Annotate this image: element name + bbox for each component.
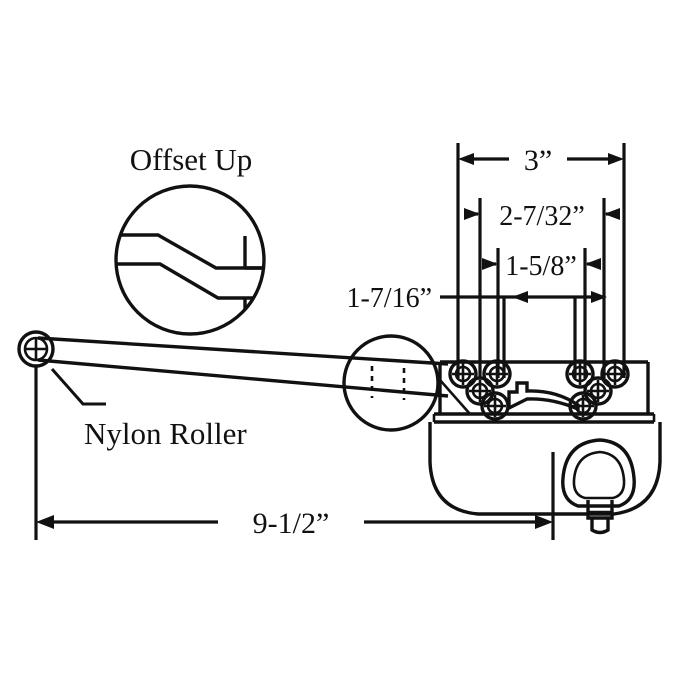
operator-housing-group: [428, 360, 662, 516]
offset-detail-interior: [116, 233, 264, 334]
arrowhead-2732-left: [464, 208, 480, 220]
mounting-hole: [600, 359, 630, 389]
arrowhead-912-left: [36, 515, 54, 529]
mounting-hole: [480, 391, 510, 421]
arrowhead-2732-right: [604, 208, 620, 220]
dimension-group-9-1-2: 9-1/2”: [34, 366, 555, 540]
dimension-group-2-7-32: 2-7/32”: [464, 198, 620, 378]
handle-shaft-tip: [590, 518, 610, 535]
mounting-hole: [482, 359, 512, 389]
arm-top-edge: [37, 336, 449, 366]
mounting-holes-group: [448, 359, 630, 421]
arrowhead-3in-right: [608, 153, 624, 165]
dim-label-1-7-16: 1-7/16”: [346, 283, 432, 314]
handle-hub: [586, 500, 614, 520]
arrowhead-158-left: [482, 258, 498, 270]
arm-section-circle: [342, 334, 440, 432]
arrowhead-912-right: [535, 515, 553, 529]
nylon-roller-group: Nylon Roller: [17, 330, 247, 451]
crank-handle-group: [561, 438, 636, 535]
handle-loop-outer: [561, 438, 636, 508]
nylon-roller-label: Nylon Roller: [84, 416, 247, 451]
dim-label-2-7-32: 2-7/32”: [499, 201, 585, 232]
mounting-hole: [448, 359, 478, 389]
dim-label-9-1-2: 9-1/2”: [253, 507, 330, 540]
arm-detail-interior: [370, 366, 406, 400]
handle-loop-inner: [572, 450, 626, 500]
offset-up-detail-group: Offset Up: [114, 142, 266, 336]
mounting-hole: [565, 359, 595, 389]
offset-up-label: Offset Up: [130, 142, 253, 177]
arrowhead-158-right: [585, 258, 601, 270]
housing-left-gusset: [439, 379, 471, 415]
nylon-roller-leader: [50, 368, 106, 406]
housing-bowl-outline: [428, 422, 662, 516]
dimension-group-1-7-16: 1-7/16”: [346, 283, 607, 378]
arrowhead-1716-right: [591, 291, 607, 303]
dim-label-1-5-8: 1-5/8”: [505, 251, 577, 282]
mounting-hole: [568, 391, 598, 421]
arrowhead-3in-left: [458, 153, 474, 165]
mounting-hole: [583, 376, 613, 406]
dim-label-3in: 3”: [524, 144, 552, 177]
dimension-group-3in: 3”: [456, 143, 626, 378]
mounting-hole: [465, 376, 495, 406]
arm-section-detail-group: [342, 334, 440, 432]
operator-arm-group: [37, 336, 449, 398]
cam-gear-profile: [507, 381, 580, 412]
arm-bottom-edge: [37, 358, 449, 398]
arrowhead-1716-left: [512, 291, 528, 303]
offset-detail-circle: [114, 184, 266, 336]
dimension-group-1-5-8: 1-5/8”: [482, 248, 601, 378]
